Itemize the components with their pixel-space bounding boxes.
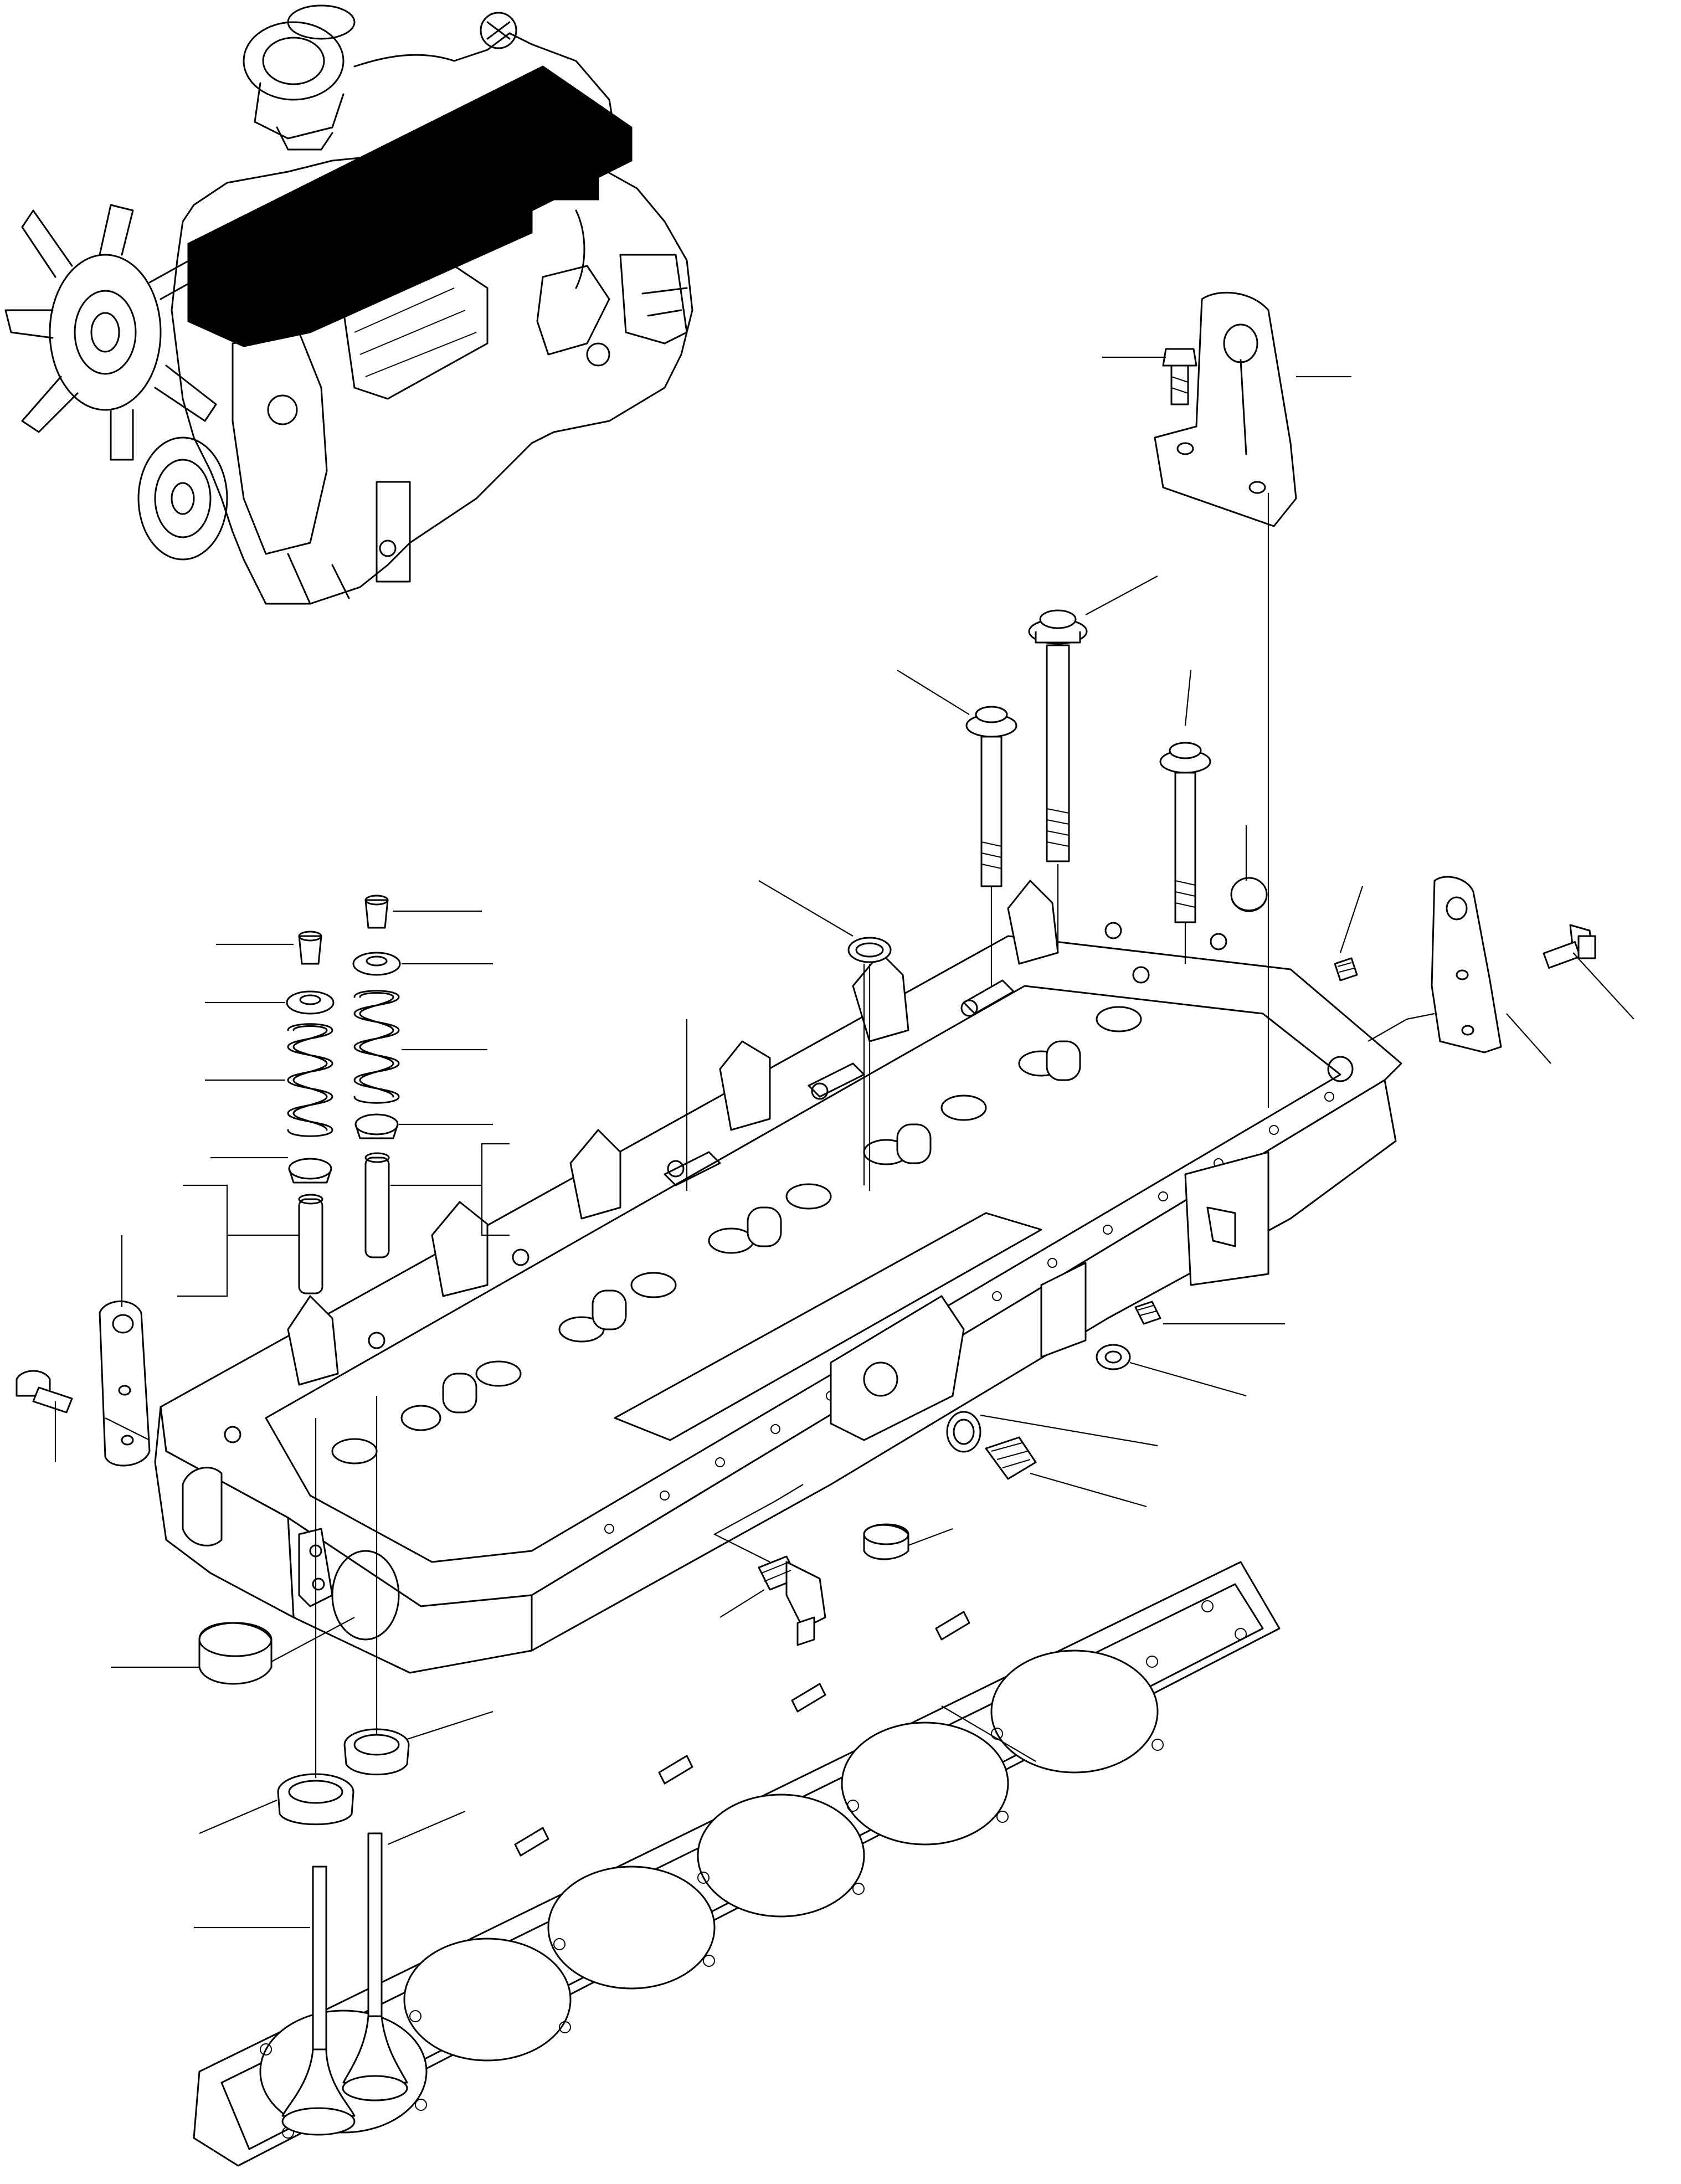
- core-plug-top: [1230, 877, 1268, 912]
- valve-seat-insert-large: [277, 1773, 354, 1826]
- threaded-plug-mid: [1134, 1301, 1161, 1325]
- bolt-bracket-front: [16, 1370, 73, 1414]
- valve-seat-insert-small: [343, 1728, 410, 1776]
- valve-collets-right: [364, 895, 389, 929]
- threaded-plug-large: [985, 1436, 1037, 1480]
- highlighted-cylinder-head: [187, 65, 633, 347]
- threaded-plug-small: [1334, 957, 1358, 981]
- valve-guide-left: [298, 1194, 323, 1294]
- valve-spring-retainer-right: [352, 952, 401, 976]
- valve-spring-retainer-left: [286, 990, 335, 1015]
- valve-spring-seat-right: [354, 1113, 399, 1139]
- valve-spring-right: [353, 990, 400, 1104]
- valve-spring-left: [287, 1023, 333, 1137]
- bolt-bracket-rear: [1162, 348, 1197, 405]
- head-bolt-medium: [965, 706, 1017, 887]
- expansion-plug: [198, 1622, 273, 1685]
- exhaust-valve: [342, 1832, 408, 2101]
- leader-lines: [54, 356, 1634, 1929]
- elbow-fitting: [758, 1555, 826, 1646]
- cylinder-head: [154, 880, 1402, 1674]
- lifting-bracket-front: [99, 1300, 151, 1467]
- lifting-bracket-rear: [1154, 291, 1297, 527]
- head-bolt-short: [1159, 742, 1211, 923]
- fan-icon: [4, 204, 217, 461]
- sealing-washer-top: [847, 937, 892, 963]
- lifting-bracket-right: [1431, 876, 1502, 1054]
- intake-valve: [281, 1866, 356, 2136]
- valve-guide-right: [364, 1152, 390, 1258]
- valve-collets-left: [298, 931, 322, 965]
- bolt-bracket-right: [1543, 924, 1596, 969]
- head-bolt-long: [1028, 609, 1088, 862]
- core-plug-side: [863, 1523, 909, 1560]
- engine-overview-inset: [4, 4, 693, 605]
- valve-spring-seat-left: [288, 1158, 332, 1184]
- threaded-plug-hex: [1096, 1344, 1131, 1370]
- sealing-washer-side: [946, 1411, 981, 1453]
